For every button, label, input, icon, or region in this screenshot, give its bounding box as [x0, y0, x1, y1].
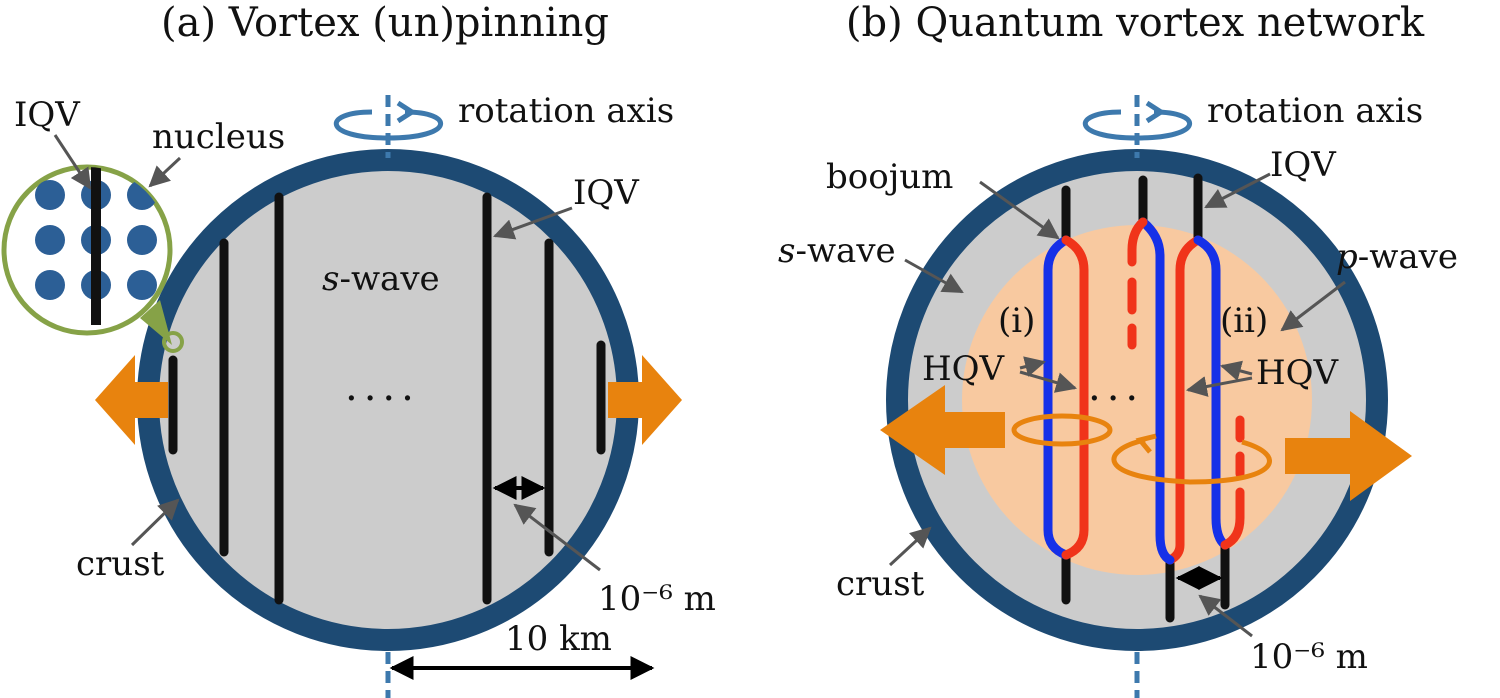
hqv-right-pointer-1: [1219, 360, 1253, 382]
s-wave-label-b: s-wave: [778, 231, 896, 271]
outward-arrow-right-b: [1285, 411, 1412, 501]
iqv-pointer-b: [1204, 172, 1271, 209]
hqv-left-pointer-1: [1019, 356, 1047, 377]
boojum-pointer: [979, 180, 1060, 240]
nucleus-pointer: [148, 156, 182, 188]
rotation-arrow-icon-b: [1083, 100, 1192, 141]
outward-arrow-left-b: [880, 385, 1005, 475]
spacing-pointer-a: [513, 503, 601, 572]
iqv-lines-a: [168, 192, 606, 605]
panel-b-title: (b) Quantum vortex network: [846, 0, 1425, 46]
label-ii: (ii): [1220, 301, 1268, 341]
panel-a-title: (a) Vortex (un)pinning: [161, 0, 609, 46]
spacing-pointer-b: [1198, 594, 1253, 638]
crust-pointer-b: [888, 526, 932, 567]
label-i: (i): [998, 301, 1035, 341]
rotation-arrow-icon: [334, 100, 443, 141]
radius-label: 10 km: [505, 619, 612, 659]
iqv-segments-b: [1061, 173, 1230, 623]
hqv-pair-i: [1043, 235, 1089, 560]
flow-rings: [1011, 413, 1272, 485]
boojum-label: boojum: [826, 157, 953, 197]
crust-pointer-a: [130, 498, 180, 547]
spacing-label-b: 10⁻⁶ m: [1250, 637, 1368, 677]
panel-a: (a) Vortex (un)pinning rotation axis s-w…: [1, 0, 716, 698]
iqv-pointer-a: [493, 206, 573, 240]
nucleus-icon: [35, 180, 65, 210]
s-wave-pointer-b: [904, 258, 964, 294]
iqv-label-a: IQV: [573, 173, 640, 213]
hqv-dashed-right: [1220, 415, 1245, 550]
rotation-axis-label-a: rotation axis: [458, 91, 674, 131]
iqv-inset-pointer: [53, 134, 92, 190]
ellipsis-a: ....: [345, 364, 420, 410]
inset-callout: [140, 300, 172, 345]
nuclei-lattice: [35, 167, 157, 325]
hqv-label-left: HQV: [922, 349, 1006, 389]
hqv-left-pointer-2: [1019, 370, 1078, 393]
nucleus-label: nucleus: [152, 117, 285, 157]
hqv-label-right: HQV: [1256, 353, 1340, 393]
s-wave-label-a: s-wave: [322, 259, 440, 299]
outward-arrow-right-a: [608, 355, 682, 445]
spacing-label-a: 10⁻⁶ m: [598, 579, 716, 619]
crust-label-b: crust: [836, 564, 925, 604]
inset-pin-site: [162, 331, 184, 353]
crust-label-a: crust: [76, 544, 165, 584]
p-wave-label: p-wave: [1336, 237, 1458, 277]
rotation-axis-label-b: rotation axis: [1207, 91, 1423, 131]
outward-arrow-left-a: [95, 355, 168, 445]
ellipsis-b: ...: [1088, 364, 1144, 410]
hqv-pair-ii: [1165, 235, 1230, 565]
p-wave-pointer: [1280, 280, 1346, 332]
hqv-loop-middle: [1127, 217, 1175, 565]
hqv-right-pointer-2: [1185, 376, 1253, 397]
iqv-label-inset: IQV: [14, 95, 81, 135]
iqv-label-b: IQV: [1270, 145, 1337, 185]
panel-b: (b) Quantum vortex network rotation axis: [778, 0, 1458, 698]
